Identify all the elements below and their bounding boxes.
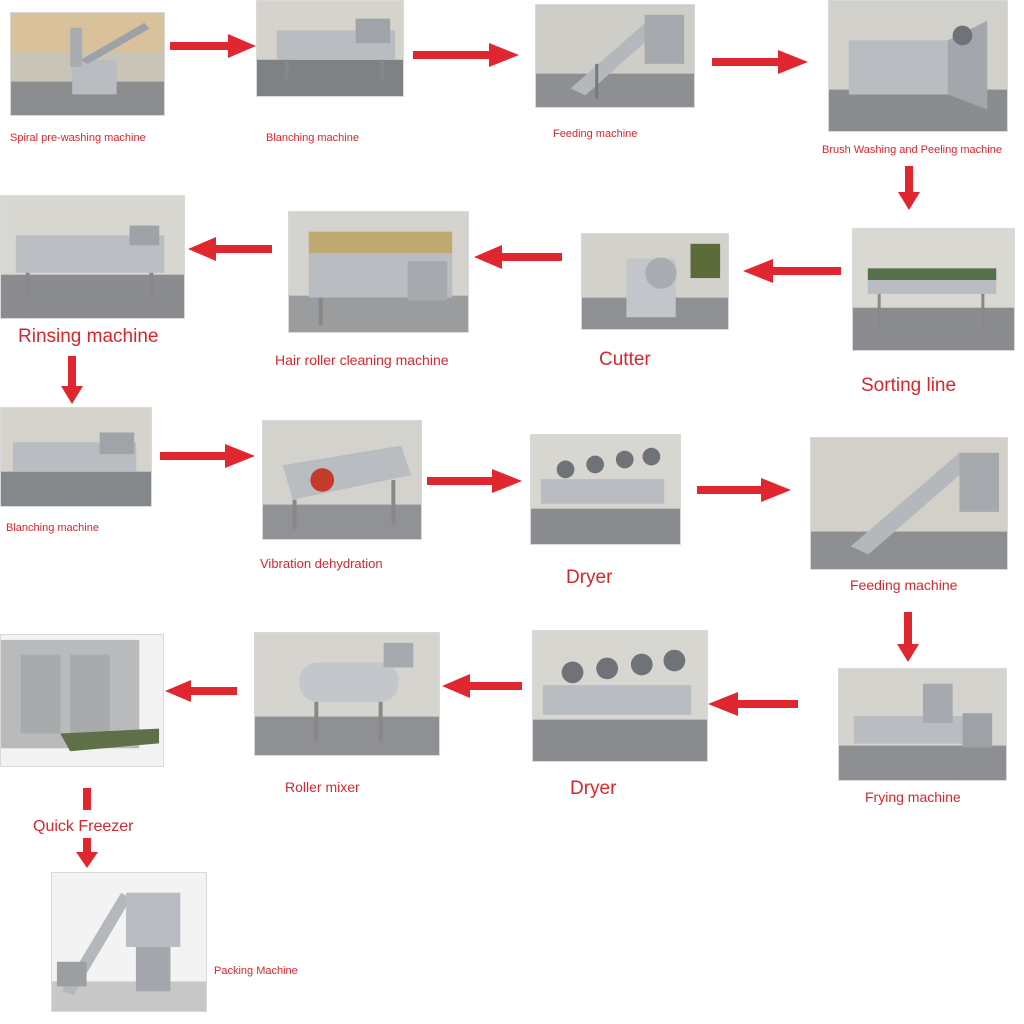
blanching-1-photo	[256, 0, 404, 97]
flow-arrow-right	[170, 34, 256, 58]
flow-arrow-right	[697, 478, 791, 502]
flow-arrow-right	[413, 43, 519, 67]
flow-arrow-left	[188, 237, 272, 261]
flow-arrow-left	[743, 259, 841, 283]
step-label-cutter: Cutter	[599, 349, 651, 370]
flow-arrow-down	[61, 356, 83, 404]
step-label-frying: Frying machine	[865, 789, 961, 805]
step-label-sorting-line: Sorting line	[861, 375, 957, 396]
step-label-blanching-2: Blanching machine	[6, 522, 99, 534]
flow-arrow-down	[76, 838, 98, 868]
frying-photo	[838, 668, 1007, 781]
flow-arrow-left	[165, 680, 237, 702]
step-label-quick-freezer: Quick Freezer	[33, 818, 134, 835]
step-label-blanching-1: Blanching machine	[266, 132, 359, 144]
flow-arrow-down	[898, 166, 920, 210]
step-label-feeding-1: Feeding machine	[553, 128, 638, 140]
step-label-dryer-1: Dryer	[566, 567, 613, 588]
flow-arrow-right	[427, 469, 522, 493]
step-label-packing: Packing Machine	[214, 965, 298, 977]
sorting-line-photo	[852, 228, 1015, 351]
cutter-photo	[581, 233, 729, 330]
flow-arrow-left	[442, 674, 522, 698]
blanching-2-photo	[0, 407, 152, 507]
flow-arrow-right	[160, 444, 255, 468]
quick-freezer-photo	[0, 634, 164, 767]
flow-arrow-down	[897, 612, 919, 662]
flow-arrow-down	[80, 788, 94, 810]
step-label-rinsing: Rinsing machine	[18, 326, 159, 347]
flow-arrow-right	[712, 50, 808, 74]
dryer-2-photo	[532, 630, 708, 762]
step-label-brush-washing: Brush Washing and Peeling machine	[822, 144, 1002, 156]
feeding-1-photo	[535, 4, 695, 108]
flow-arrow-left	[474, 245, 562, 269]
feeding-2-photo	[810, 437, 1008, 570]
hair-roller-photo	[288, 211, 469, 333]
dryer-1-photo	[530, 434, 681, 545]
step-label-dryer-2: Dryer	[570, 778, 617, 799]
step-label-hair-roller: Hair roller cleaning machine	[275, 352, 449, 368]
step-label-vibration: Vibration dehydration	[260, 556, 383, 571]
spiral-prewash-photo	[10, 12, 165, 116]
rinsing-photo	[0, 195, 185, 319]
roller-mixer-photo	[254, 632, 440, 756]
flow-arrow-left	[708, 692, 798, 716]
brush-washing-photo	[828, 0, 1008, 132]
step-label-spiral-prewash: Spiral pre-washing machine	[10, 132, 146, 144]
step-label-feeding-2: Feeding machine	[850, 577, 958, 593]
step-label-roller-mixer: Roller mixer	[285, 779, 360, 795]
vibration-photo	[262, 420, 422, 540]
packing-photo	[51, 872, 207, 1012]
